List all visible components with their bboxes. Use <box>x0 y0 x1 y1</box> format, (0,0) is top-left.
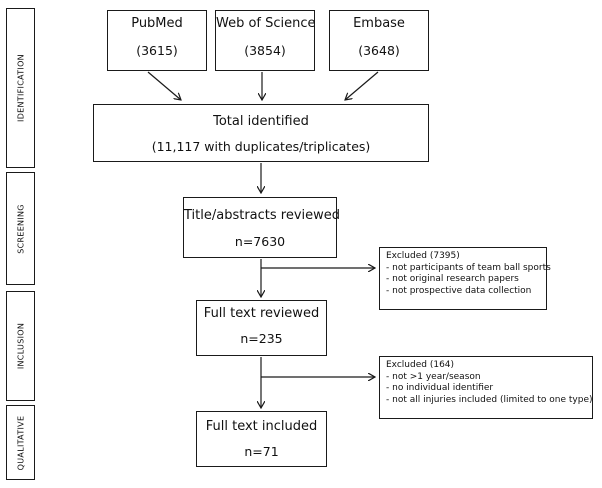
excluded-fulltext-reason: not >1 year/season <box>386 372 592 384</box>
excluded-fulltext-reason: no individual identifier <box>386 383 592 395</box>
fulltext-included-count: n=71 <box>244 444 279 459</box>
excluded-screening-reason: not original research papers <box>386 274 546 286</box>
total-identified-title: Total identified <box>213 114 309 129</box>
screening-title: Title/abstracts reviewed <box>184 208 341 223</box>
total-identified-detail: (11,117 with duplicates/triplicates) <box>151 139 371 154</box>
source-embase-name: Embase <box>353 16 405 31</box>
source-pubmed-name: PubMed <box>131 16 183 31</box>
excluded-fulltext-title: Excluded (164) <box>386 360 455 370</box>
fulltext-included-box: Full text included n=71 <box>196 411 327 467</box>
stage-identification: IDENTIFICATION <box>6 8 35 168</box>
excluded-fulltext-reason: not all injuries included (limited to on… <box>386 395 592 407</box>
stage-qualitative: QUALITATIVE <box>6 405 35 480</box>
source-web-of-science: Web of Science (3854) <box>215 10 316 71</box>
excluded-fulltext-reasons: not >1 year/season no individual identif… <box>386 372 592 407</box>
excluded-screening-reasons: not participants of team ball sports not… <box>386 263 551 298</box>
stage-inclusion: INCLUSION <box>6 291 35 401</box>
stage-inclusion-label: INCLUSION <box>16 322 25 370</box>
arrow-pubmed-to-total <box>147 71 181 100</box>
source-embase: Embase (3648) <box>329 10 429 71</box>
stage-qualitative-label: QUALITATIVE <box>16 415 25 470</box>
source-wos-name: Web of Science <box>216 16 316 31</box>
excluded-fulltext-box: Excluded (164) not >1 year/season no ind… <box>379 356 593 419</box>
excluded-screening-title: Excluded (7395) <box>386 251 460 261</box>
stage-identification-label: IDENTIFICATION <box>16 54 25 122</box>
screening-box: Title/abstracts reviewed n=7630 <box>183 197 341 258</box>
arrow-embase-to-total <box>345 71 379 100</box>
source-pubmed-count: (3615) <box>136 43 178 58</box>
excluded-screening-reason: not participants of team ball sports <box>386 263 551 275</box>
excluded-screening-reason: not prospective data collection <box>386 286 546 298</box>
stage-screening-label: SCREENING <box>16 203 25 254</box>
source-pubmed: PubMed (3615) <box>107 10 207 71</box>
source-wos-count: (3854) <box>244 43 286 58</box>
source-embase-count: (3648) <box>358 43 400 58</box>
fulltext-included-title: Full text included <box>205 419 318 434</box>
fulltext-reviewed-count: n=235 <box>240 331 283 346</box>
screening-count: n=7630 <box>234 234 286 249</box>
stage-screening: SCREENING <box>6 172 35 285</box>
excluded-screening-box: Excluded (7395) not participants of team… <box>379 247 551 310</box>
total-identified-box: Total identified (11,117 with duplicates… <box>93 104 429 162</box>
fulltext-reviewed-title: Full text reviewed <box>203 306 320 321</box>
fulltext-reviewed-box: Full text reviewed n=235 <box>196 300 327 356</box>
